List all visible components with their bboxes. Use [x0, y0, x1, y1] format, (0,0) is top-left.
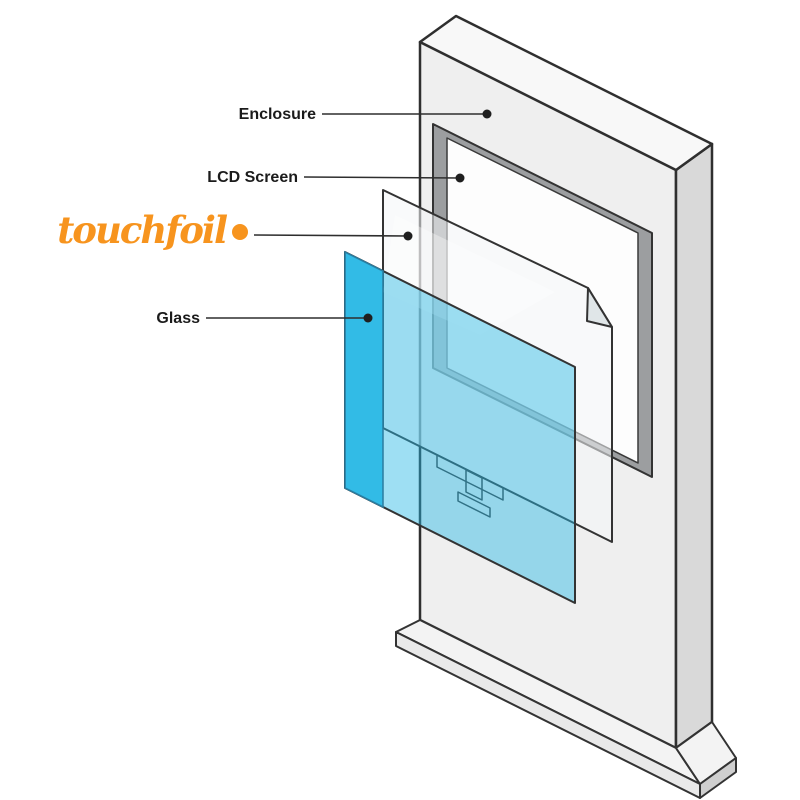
touchfoil-group	[382, 189, 613, 543]
touchfoil-pointer-dot	[403, 231, 413, 241]
lcd-screen-leader-line	[303, 176, 461, 179]
touchfoil-fold-corner	[586, 287, 613, 328]
enclosure-label: Enclosure	[239, 106, 316, 123]
enclosure-side-face	[674, 142, 714, 750]
lcd-screen-pointer-dot	[455, 173, 465, 183]
foil-notch-edge	[436, 455, 504, 501]
glass-edge-strip	[344, 250, 384, 509]
foil-connector-foot	[457, 491, 491, 518]
foil-sheen-highlight	[383, 215, 555, 335]
touchfoil-logo-dot	[232, 224, 248, 240]
base-side-face	[699, 757, 737, 799]
foil-connector-stem	[465, 469, 483, 501]
touchfoil-logo: touchfoil	[57, 208, 228, 252]
lcd-screen-label: LCD Screen	[207, 169, 298, 186]
enclosure-pointer-dot	[482, 109, 492, 119]
glass-pointer-dot	[363, 313, 373, 323]
glass-group	[344, 250, 576, 604]
touchfoil-leader-line	[253, 234, 409, 237]
glass-label: Glass	[156, 310, 200, 327]
callouts-group: Enclosure LCD Screen touchfoil Glass	[57, 106, 492, 327]
enclosure-top-face	[418, 14, 714, 172]
